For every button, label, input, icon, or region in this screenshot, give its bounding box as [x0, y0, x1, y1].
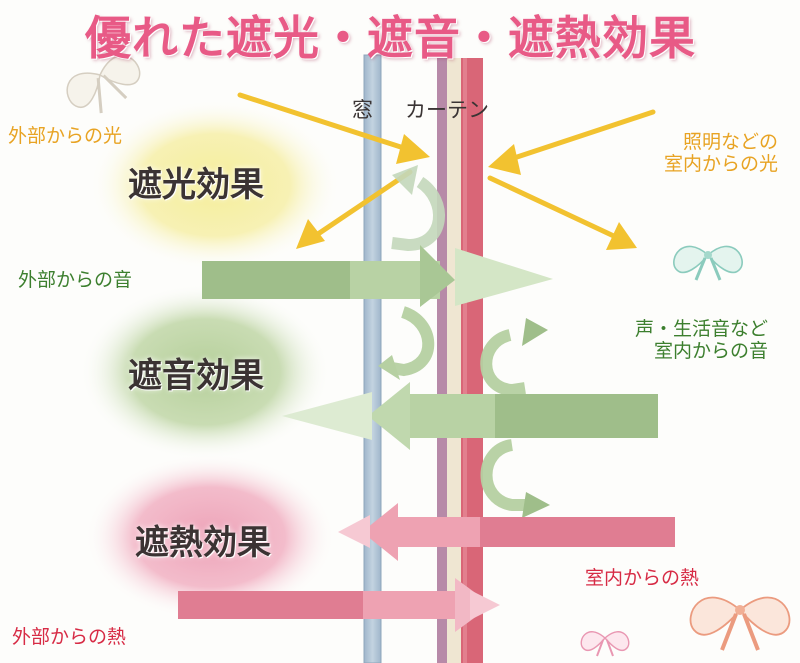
heat-effect-glow — [85, 454, 335, 620]
ribbon-icon — [689, 596, 791, 651]
outside-heat-label: 外部からの熱 — [12, 626, 127, 648]
indoor-heat-arrow — [338, 503, 675, 561]
curtain-front-highlight — [463, 58, 467, 663]
indoor-sound-label: 声・生活音など 室内からの音 — [568, 318, 768, 362]
ribbon-icon — [66, 54, 141, 114]
page-title: 優れた遮光・遮音・遮熱効果 — [85, 11, 696, 65]
light-reflection-curl — [391, 176, 446, 252]
sound-curls — [391, 306, 526, 511]
indoor-light-label: 照明などの 室内からの光 — [620, 131, 778, 175]
sound-effect-label: 遮音効果 — [128, 356, 264, 396]
ribbon-icon — [673, 245, 743, 281]
sound-curl-head — [522, 318, 548, 346]
indoor-sound-label-line2: 室内からの音 — [653, 340, 768, 362]
sound-curl-head — [378, 355, 400, 380]
light-curl-head — [392, 165, 418, 195]
indoor-sound-arrow — [282, 382, 658, 450]
light-effect-glow — [90, 100, 340, 270]
outside-light-label: 外部からの光 — [8, 125, 123, 147]
indoor-light-label-line2: 室内からの光 — [663, 153, 778, 175]
curtain-middle-layer — [447, 58, 461, 663]
light-arrows — [237, 92, 656, 250]
light-effect-label: 遮光効果 — [128, 165, 264, 205]
indoor-light-label-line1: 照明などの — [682, 131, 778, 153]
outside-sound-arrow — [202, 245, 553, 307]
heat-effect-label: 遮熱効果 — [135, 523, 271, 563]
sound-curl-head — [522, 492, 550, 518]
ribbon-icon — [580, 631, 630, 657]
indoor-heat-label: 室内からの熱 — [585, 567, 700, 589]
curtain-label: カーテン — [405, 98, 489, 122]
outside-sound-label: 外部からの音 — [18, 269, 133, 291]
curtain-back-layer — [437, 58, 447, 663]
sound-effect-glow — [80, 284, 330, 460]
outside-heat-arrow — [178, 578, 500, 632]
window-glass — [363, 54, 382, 663]
indoor-sound-label-line1: 声・生活音など — [634, 318, 768, 340]
window-label: 窓 — [352, 98, 373, 122]
